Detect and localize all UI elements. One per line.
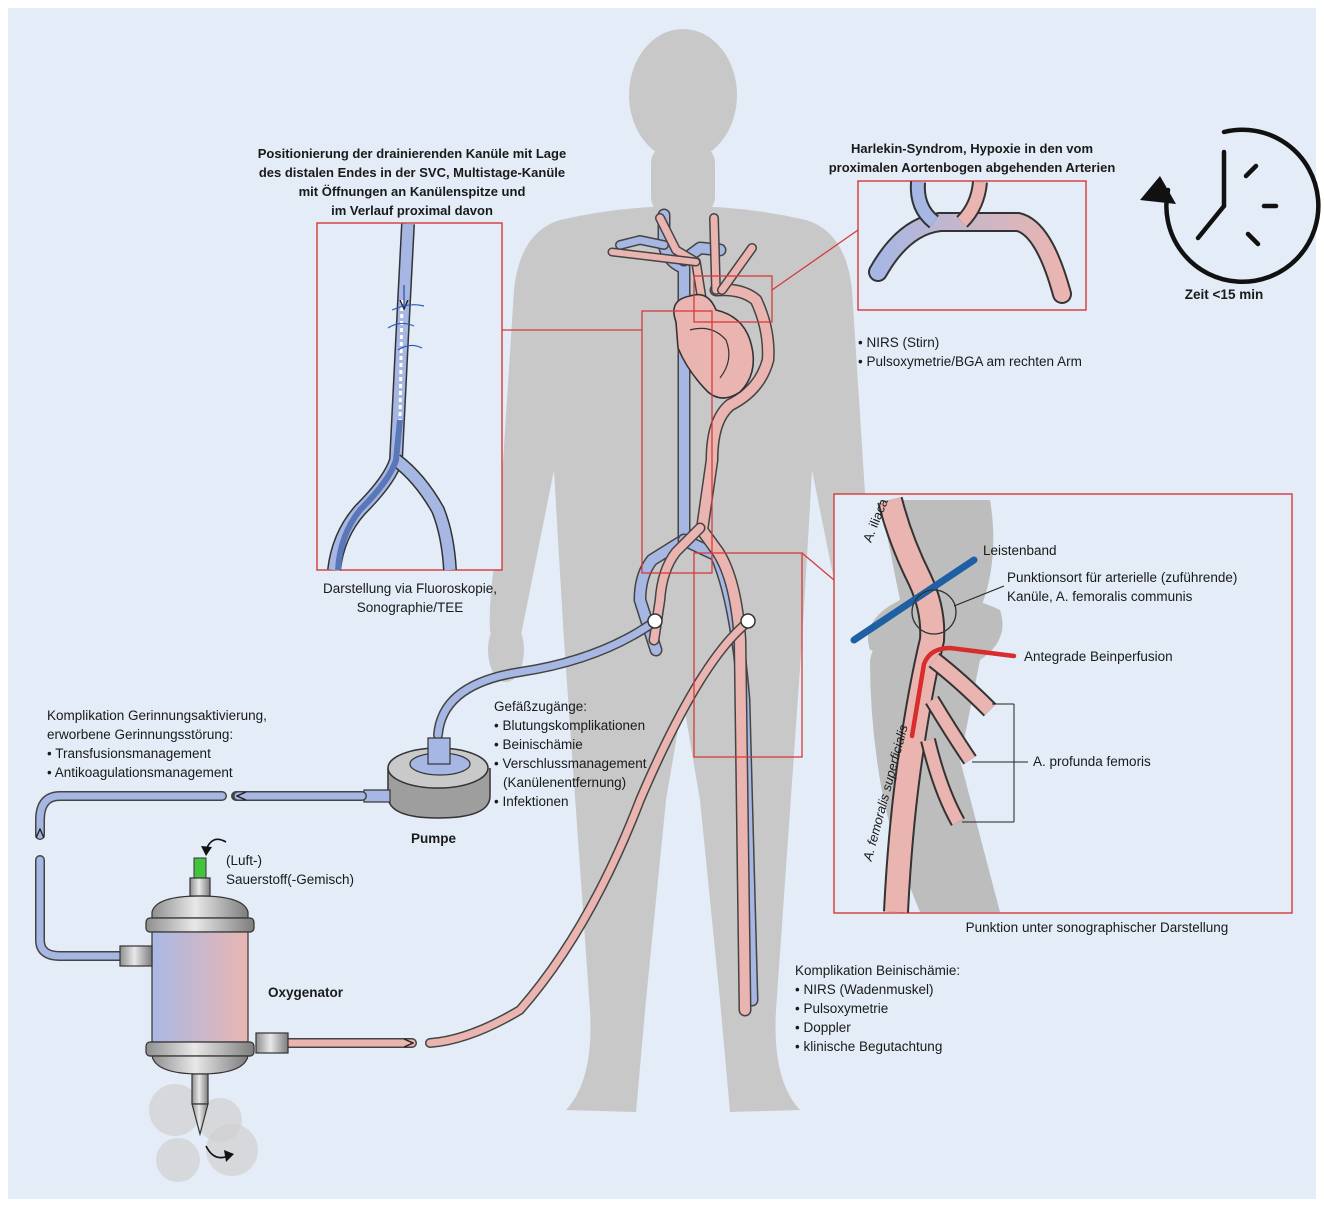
drainage-cannula-inset — [317, 223, 502, 570]
site-line-1: Punktionsort für arterielle (zuführende) — [1007, 568, 1237, 587]
coagulation-item: Transfusionsmanagement — [47, 744, 267, 763]
leg-ischemia-list: NIRS (Wadenmuskel) Pulsoxymetrie Doppler… — [795, 980, 960, 1056]
harlequin-monitoring-list: NIRS (Stirn) Pulsoxymetrie/BGA am rechte… — [858, 333, 1082, 371]
drainage-imaging-caption: Darstellung via Fluoroskopie, Sonographi… — [300, 579, 520, 617]
vascular-access-heading: Gefäßzugänge: — [494, 697, 647, 716]
access-item: Blutungskomplikationen — [494, 716, 647, 735]
vascular-access-block: Gefäßzugänge: Blutungskomplikationen Bei… — [494, 697, 647, 811]
drainage-title-line-4: im Verlauf proximal davon — [222, 201, 602, 220]
coagulation-list: Transfusionsmanagement Antikoagulationsm… — [47, 744, 267, 782]
coagulation-heading-1: Komplikation Gerinnungsaktivierung, — [47, 706, 267, 725]
puncture-caption: Punktion unter sonographischer Darstellu… — [900, 918, 1294, 937]
gas-supply-label: (Luft-) Sauerstoff(-Gemisch) — [226, 851, 354, 889]
access-item: Infektionen — [494, 792, 647, 811]
gas-line-2: Sauerstoff(-Gemisch) — [226, 870, 354, 889]
leg-ischemia-block: Komplikation Beinischämie: NIRS (Wadenmu… — [795, 961, 960, 1056]
pump-label: Pumpe — [411, 829, 456, 848]
imaging-line-1: Darstellung via Fluoroskopie, — [300, 579, 520, 598]
ischemia-item: klinische Begutachtung — [795, 1037, 960, 1056]
perfusion-label: Antegrade Beinperfusion — [1024, 647, 1173, 666]
puncture-inset — [834, 494, 1292, 913]
monitoring-item: Pulsoxymetrie/BGA am rechten Arm — [858, 352, 1082, 371]
leg-ischemia-heading: Komplikation Beinischämie: — [795, 961, 960, 980]
imaging-line-2: Sonographie/TEE — [300, 598, 520, 617]
vascular-access-list: Blutungskomplikationen Beinischämie Vers… — [494, 716, 647, 811]
oxygenator-label: Oxygenator — [268, 983, 343, 1002]
drainage-title-line-2: des distalen Endes in der SVC, Multistag… — [222, 163, 602, 182]
coagulation-item: Antikoagulationsmanagement — [47, 763, 267, 782]
harlequin-title: Harlekin-Syndrom, Hypoxie in den vom pro… — [800, 139, 1144, 177]
ischemia-item: Pulsoxymetrie — [795, 999, 960, 1018]
harlequin-title-line-2: proximalen Aortenbogen abgehenden Arteri… — [800, 158, 1144, 177]
drainage-cannula-title: Positionierung der drainierenden Kanüle … — [222, 144, 602, 220]
gas-line-1: (Luft-) — [226, 851, 354, 870]
access-item: Beinischämie — [494, 735, 647, 754]
drainage-title-line-1: Positionierung der drainierenden Kanüle … — [222, 144, 602, 163]
ligament-label: Leistenband — [983, 541, 1057, 560]
site-line-2: Kanüle, A. femoralis communis — [1007, 587, 1237, 606]
ischemia-item: NIRS (Wadenmuskel) — [795, 980, 960, 999]
drainage-title-line-3: mit Öffnungen an Kanülenspitze und — [222, 182, 602, 201]
access-item: Verschlussmanagement — [494, 754, 647, 773]
access-item-continuation: (Kanülenentfernung) — [494, 773, 647, 792]
timer-label: Zeit <15 min — [1164, 285, 1284, 304]
ischemia-item: Doppler — [795, 1018, 960, 1037]
harlequin-title-line-1: Harlekin-Syndrom, Hypoxie in den vom — [800, 139, 1144, 158]
aortic-arch-inset — [858, 181, 1086, 310]
profunda-label: A. profunda femoris — [1033, 752, 1151, 771]
coagulation-block: Komplikation Gerinnungsaktivierung, erwo… — [47, 706, 267, 782]
monitoring-item: NIRS (Stirn) — [858, 333, 1082, 352]
coagulation-heading-2: erworbene Gerinnungsstörung: — [47, 725, 267, 744]
puncture-site-label: Punktionsort für arterielle (zuführende)… — [1007, 568, 1237, 606]
